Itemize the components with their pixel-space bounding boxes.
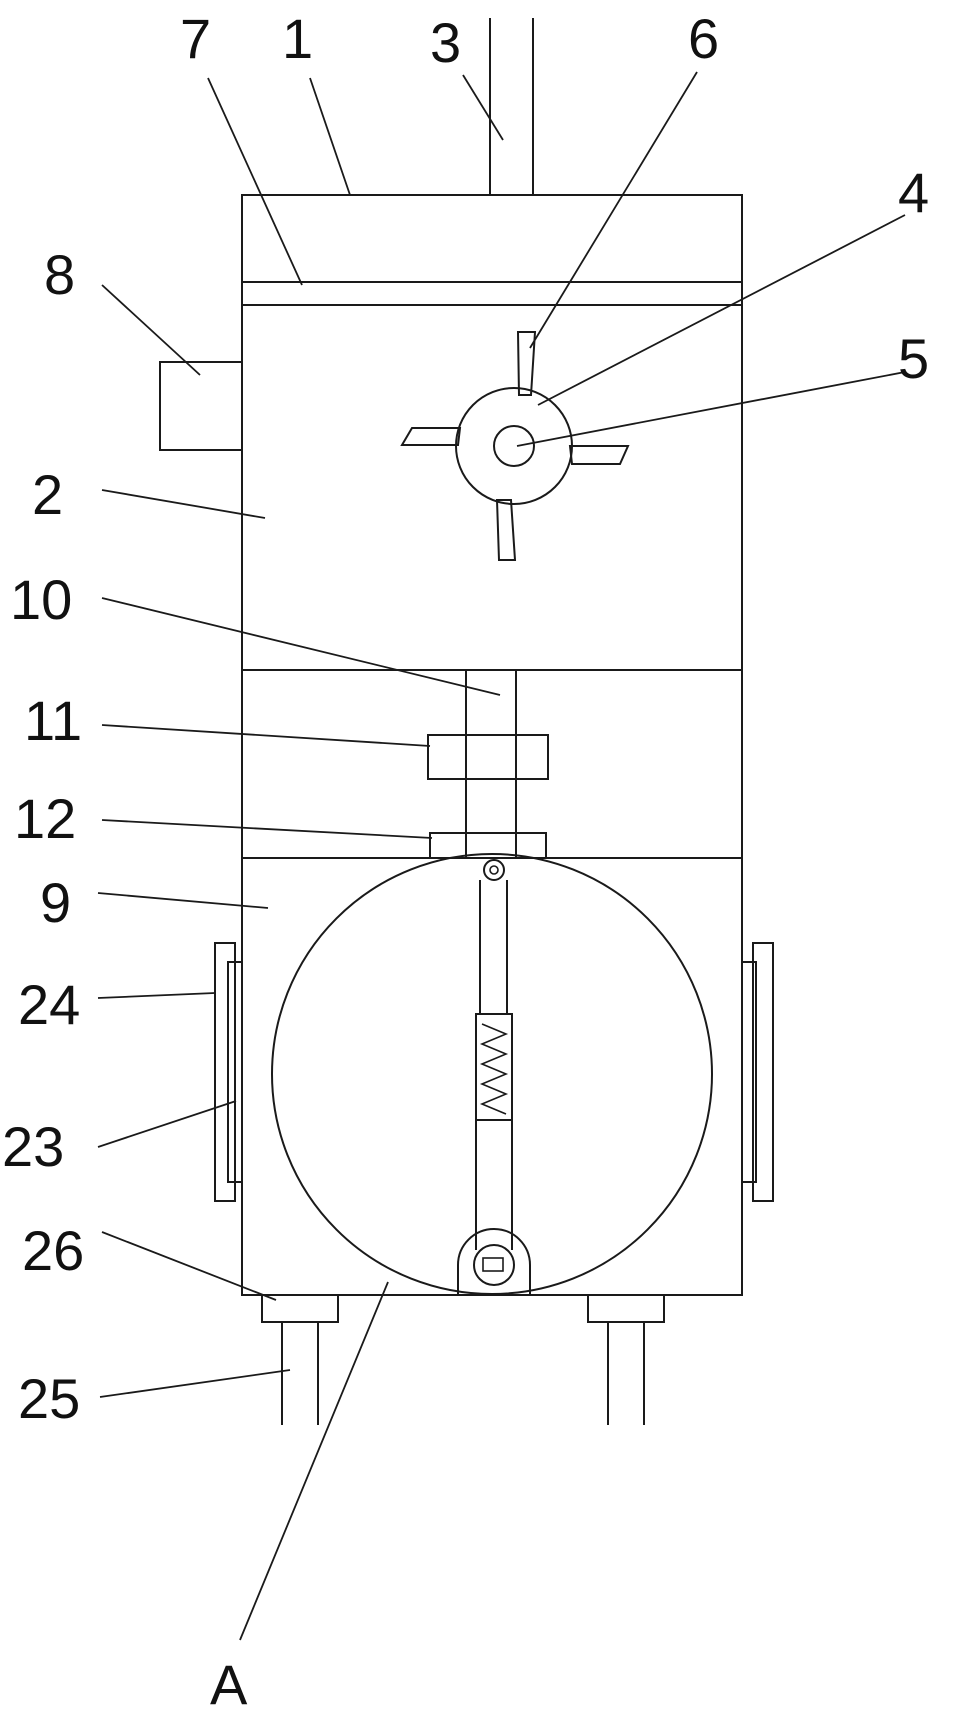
right-leg bbox=[587, 1294, 665, 1425]
label-A: A bbox=[210, 1653, 248, 1711]
detail-circle bbox=[271, 853, 713, 1295]
middle-column-assembly bbox=[427, 670, 549, 859]
label-12: 12 bbox=[14, 787, 76, 850]
label-24: 24 bbox=[18, 973, 80, 1036]
right-clamp bbox=[741, 942, 774, 1202]
left-leg bbox=[261, 1294, 339, 1425]
label-10: 10 bbox=[10, 568, 72, 631]
linkage-assembly bbox=[457, 859, 531, 1295]
label-6: 6 bbox=[688, 7, 719, 70]
label-11: 11 bbox=[24, 689, 82, 752]
label-9: 9 bbox=[40, 871, 71, 934]
label-8: 8 bbox=[44, 243, 75, 306]
rotor-assembly bbox=[400, 331, 630, 561]
blade-top bbox=[516, 331, 537, 396]
right-collar bbox=[587, 1294, 665, 1323]
bottom-pivot-pin bbox=[482, 1257, 504, 1272]
side-box bbox=[159, 361, 242, 451]
left-collar bbox=[261, 1294, 339, 1323]
bottom-pivot-bracket bbox=[457, 1228, 531, 1295]
top-pipe bbox=[489, 18, 534, 195]
spring-housing bbox=[475, 1013, 513, 1121]
blade-left bbox=[400, 427, 462, 446]
reference-labels: 7 1 3 6 4 5 8 2 10 11 12 9 24 23 26 25 A bbox=[2, 7, 929, 1711]
label-1: 1 bbox=[282, 7, 313, 70]
blade-right bbox=[568, 445, 630, 465]
label-5: 5 bbox=[898, 327, 929, 390]
slider-block bbox=[427, 734, 549, 780]
label-26: 26 bbox=[22, 1219, 84, 1282]
top-pivot bbox=[483, 859, 505, 881]
label-23: 23 bbox=[2, 1115, 64, 1178]
main-housing bbox=[241, 194, 743, 1296]
spring bbox=[479, 1023, 509, 1115]
rotor-hub bbox=[455, 387, 573, 505]
blade-bottom bbox=[495, 499, 517, 561]
label-4: 4 bbox=[898, 161, 929, 224]
left-clamp bbox=[214, 942, 243, 1202]
label-2: 2 bbox=[32, 463, 63, 526]
label-25: 25 bbox=[18, 1367, 80, 1430]
label-7: 7 bbox=[180, 7, 211, 70]
leader-lines bbox=[97, 71, 906, 1641]
seat-block bbox=[429, 832, 547, 859]
rotor-shaft bbox=[493, 425, 535, 467]
label-3: 3 bbox=[430, 11, 461, 74]
